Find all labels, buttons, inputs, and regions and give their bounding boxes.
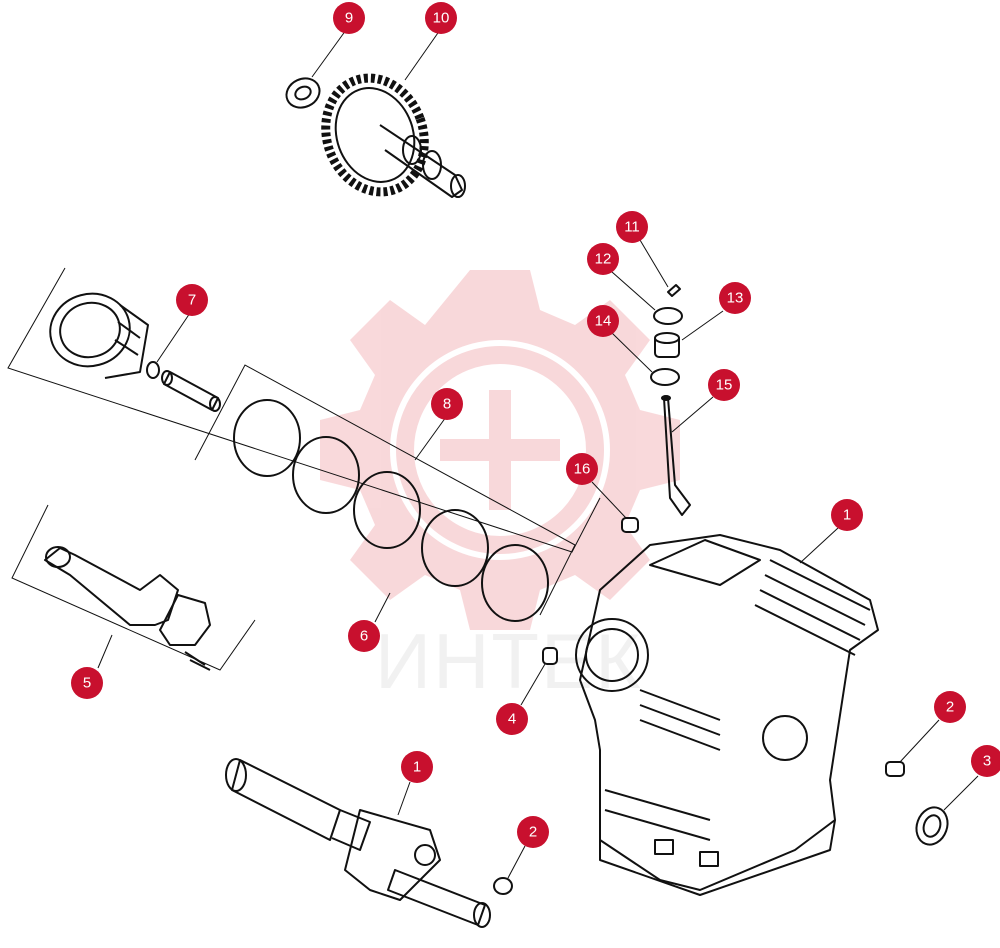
part-14-seal — [650, 368, 680, 386]
callout-1: 1 — [401, 751, 433, 783]
part-2-plug-right — [885, 761, 905, 777]
callout-number: 16 — [574, 461, 591, 478]
callout-number: 6 — [360, 628, 368, 645]
callout-12: 12 — [587, 243, 619, 275]
callout-marker-icon — [71, 667, 103, 699]
callout-1: 1 — [831, 499, 863, 531]
piston-group — [7, 267, 601, 553]
callout-6: 6 — [348, 620, 380, 652]
callout-marker-icon — [431, 388, 463, 420]
part-piston-pin — [161, 370, 221, 412]
callout-number: 2 — [529, 824, 537, 841]
callout-marker-icon — [831, 499, 863, 531]
part-5-connecting-rod — [44, 546, 211, 671]
callout-marker-icon — [587, 243, 619, 275]
part-9-washer — [285, 77, 321, 109]
callout-number: 14 — [595, 313, 612, 330]
ring-set-group — [194, 364, 576, 622]
callout-marker-icon — [517, 816, 549, 848]
callout-number: 9 — [345, 10, 353, 27]
callout-14: 14 — [587, 305, 619, 337]
callout-marker-icon — [719, 282, 751, 314]
part-11-keeper — [667, 284, 681, 297]
watermark-text: ИНТЕК — [375, 617, 643, 705]
callout-marker-icon — [425, 2, 457, 34]
callout-number: 15 — [716, 377, 733, 394]
callout-3: 3 — [971, 745, 1000, 777]
callout-9: 9 — [333, 2, 365, 34]
callout-marker-icon — [708, 369, 740, 401]
part-16-guide — [621, 517, 639, 533]
callout-number: 1 — [843, 507, 851, 524]
callout-marker-icon — [496, 703, 528, 735]
part-3-oil-seal — [915, 806, 949, 846]
part-10-camshaft — [321, 73, 466, 198]
callout-13: 13 — [719, 282, 751, 314]
callout-marker-icon — [971, 745, 1000, 777]
part-4-dowel — [542, 647, 558, 665]
callout-marker-icon — [176, 284, 208, 316]
leader-lines — [97, 29, 979, 879]
callout-number: 1 — [413, 759, 421, 776]
callout-number: 2 — [946, 699, 954, 716]
conrod-group — [11, 504, 256, 671]
callout-number: 13 — [727, 290, 744, 307]
callout-10: 10 — [425, 2, 457, 34]
part-7-circlip — [146, 361, 160, 379]
callout-marker-icon — [616, 211, 648, 243]
callout-marker-icon — [566, 453, 598, 485]
callout-number: 10 — [433, 10, 450, 27]
part-1-crankshaft — [225, 758, 491, 928]
callout-5: 5 — [71, 667, 103, 699]
callout-number: 12 — [595, 251, 612, 268]
callout-4: 4 — [496, 703, 528, 735]
callout-2: 2 — [517, 816, 549, 848]
part-piston — [49, 292, 149, 379]
callout-marker-icon — [934, 691, 966, 723]
callout-8: 8 — [431, 388, 463, 420]
callout-15: 15 — [708, 369, 740, 401]
callout-marker-icon — [333, 2, 365, 34]
callout-marker-icon — [348, 620, 380, 652]
part-1-crankcase — [575, 534, 879, 896]
callout-marker-icon — [587, 305, 619, 337]
callout-number: 7 — [188, 292, 196, 309]
part-8-piston-rings — [233, 399, 549, 622]
callout-marker-icon — [401, 751, 433, 783]
part-2-bushing-left — [493, 877, 513, 895]
part-12-retainer — [653, 307, 683, 325]
callout-number: 3 — [983, 753, 991, 770]
part-13-spring — [654, 332, 680, 358]
callout-number: 8 — [443, 396, 451, 413]
callout-16: 16 — [566, 453, 598, 485]
callout-number: 11 — [624, 219, 640, 236]
callout-2: 2 — [934, 691, 966, 723]
callout-7: 7 — [176, 284, 208, 316]
part-15-valve — [661, 395, 691, 516]
callout-number: 4 — [508, 711, 516, 728]
callout-number: 5 — [83, 675, 91, 692]
callout-11: 11 — [616, 211, 648, 243]
